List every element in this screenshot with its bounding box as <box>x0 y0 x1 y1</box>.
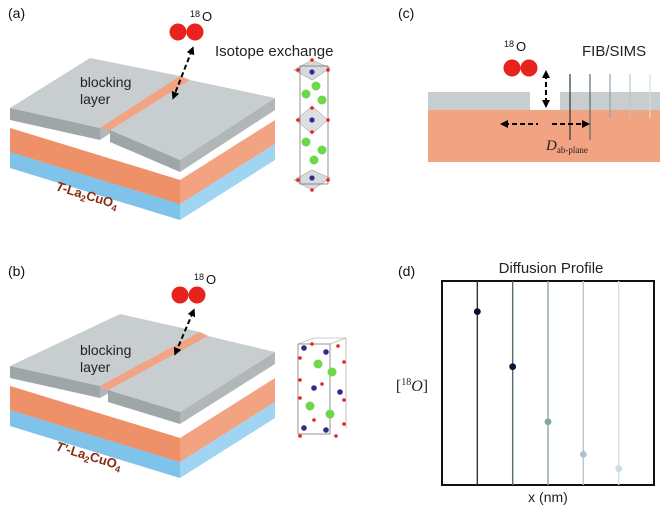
crystal-structure-t-prime <box>297 337 347 438</box>
film-cross-section <box>428 110 660 162</box>
blocking-layer-label-line2: layer <box>80 91 111 107</box>
panel-b-label: (b) <box>8 263 25 279</box>
exchange-arrow-b <box>173 308 196 356</box>
x-axis-label: x (nm) <box>528 489 568 505</box>
blocking-layer-label-b-line1: blocking <box>80 342 131 358</box>
data-point-4 <box>579 451 587 458</box>
panel-c-label: (c) <box>398 5 414 21</box>
chart-marks <box>473 281 623 485</box>
oxygen-molecule-c <box>503 59 538 77</box>
crystal-structure-t <box>293 58 331 192</box>
panel-a-label: (a) <box>8 5 25 21</box>
data-point-2 <box>509 363 517 371</box>
oxygen-molecule <box>169 23 204 41</box>
film-layer-b <box>10 378 275 462</box>
panel-d: (d) Diffusion Profile [18O] x (nm) <box>396 260 655 505</box>
blocking-layer-label-b-line2: layer <box>80 359 111 375</box>
oxygen-molecule-b <box>171 286 206 304</box>
exposed-gap <box>100 76 190 130</box>
blocking-layer-label-line1: blocking <box>80 74 131 90</box>
blocking-layer-right-b <box>108 336 275 424</box>
film-layer <box>10 120 275 204</box>
data-point-3 <box>544 418 552 426</box>
substrate-layer-b <box>10 402 275 478</box>
exchange-arrow <box>171 46 195 100</box>
panel-d-label: (d) <box>398 263 415 279</box>
blocking-layer-right <box>110 80 275 172</box>
data-point-5 <box>615 465 623 473</box>
blocking-layer-cross-section <box>428 92 530 110</box>
chart-title: Diffusion Profile <box>499 260 604 277</box>
diffusion-coefficient-label: Dab-plane <box>545 138 588 155</box>
substrate-layer <box>10 144 275 220</box>
panel-a: (a) blocking layer T-La2CuO4 <box>8 5 333 220</box>
sims-lines <box>569 74 651 140</box>
isotope-exchange-label: Isotope exchange <box>215 43 333 60</box>
data-point-1 <box>473 308 481 315</box>
y-axis-label: [18O] <box>396 377 428 395</box>
material-label: T-La2CuO4 <box>54 179 120 214</box>
technique-label: FIB/SIMS <box>582 43 646 60</box>
